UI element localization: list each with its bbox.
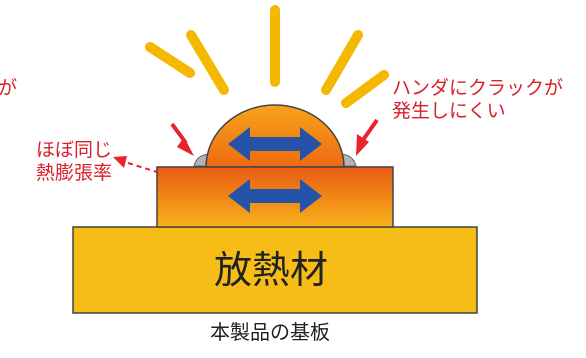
light-ray-left-inner [186,30,229,95]
label-board: 本製品の基板 [210,320,330,344]
callout-dashed-leader [127,162,158,173]
light-ray-left-outer [145,42,195,78]
callout-arrowhead-right-solder [356,134,369,156]
heat-sink-block [72,226,478,314]
callout-arrowhead-dashed [113,156,127,168]
label-heat-sink: 放熱材 [214,248,329,292]
expansion-arrow-icon-package [228,179,322,213]
callout-arrows [113,118,379,173]
label-left-fragment: が [0,77,18,99]
callout-arrowhead-left-solder [177,137,194,156]
light-rays [145,5,389,108]
callout-arrow-icon-right-solder [361,118,379,142]
label-solder-crack-line2: 発生しにくい [392,100,506,122]
label-same-expansion-line2: 熱膨張率 [36,162,113,184]
light-ray-right-outer [341,70,389,108]
light-ray-right-inner [321,30,363,95]
led-dome [205,104,345,168]
label-solder-crack-line1: ハンダにクラックが [392,77,564,99]
expansion-arrow-icon-dome [228,127,322,161]
label-same-expansion-line1: ほぼ同じ [36,139,113,161]
